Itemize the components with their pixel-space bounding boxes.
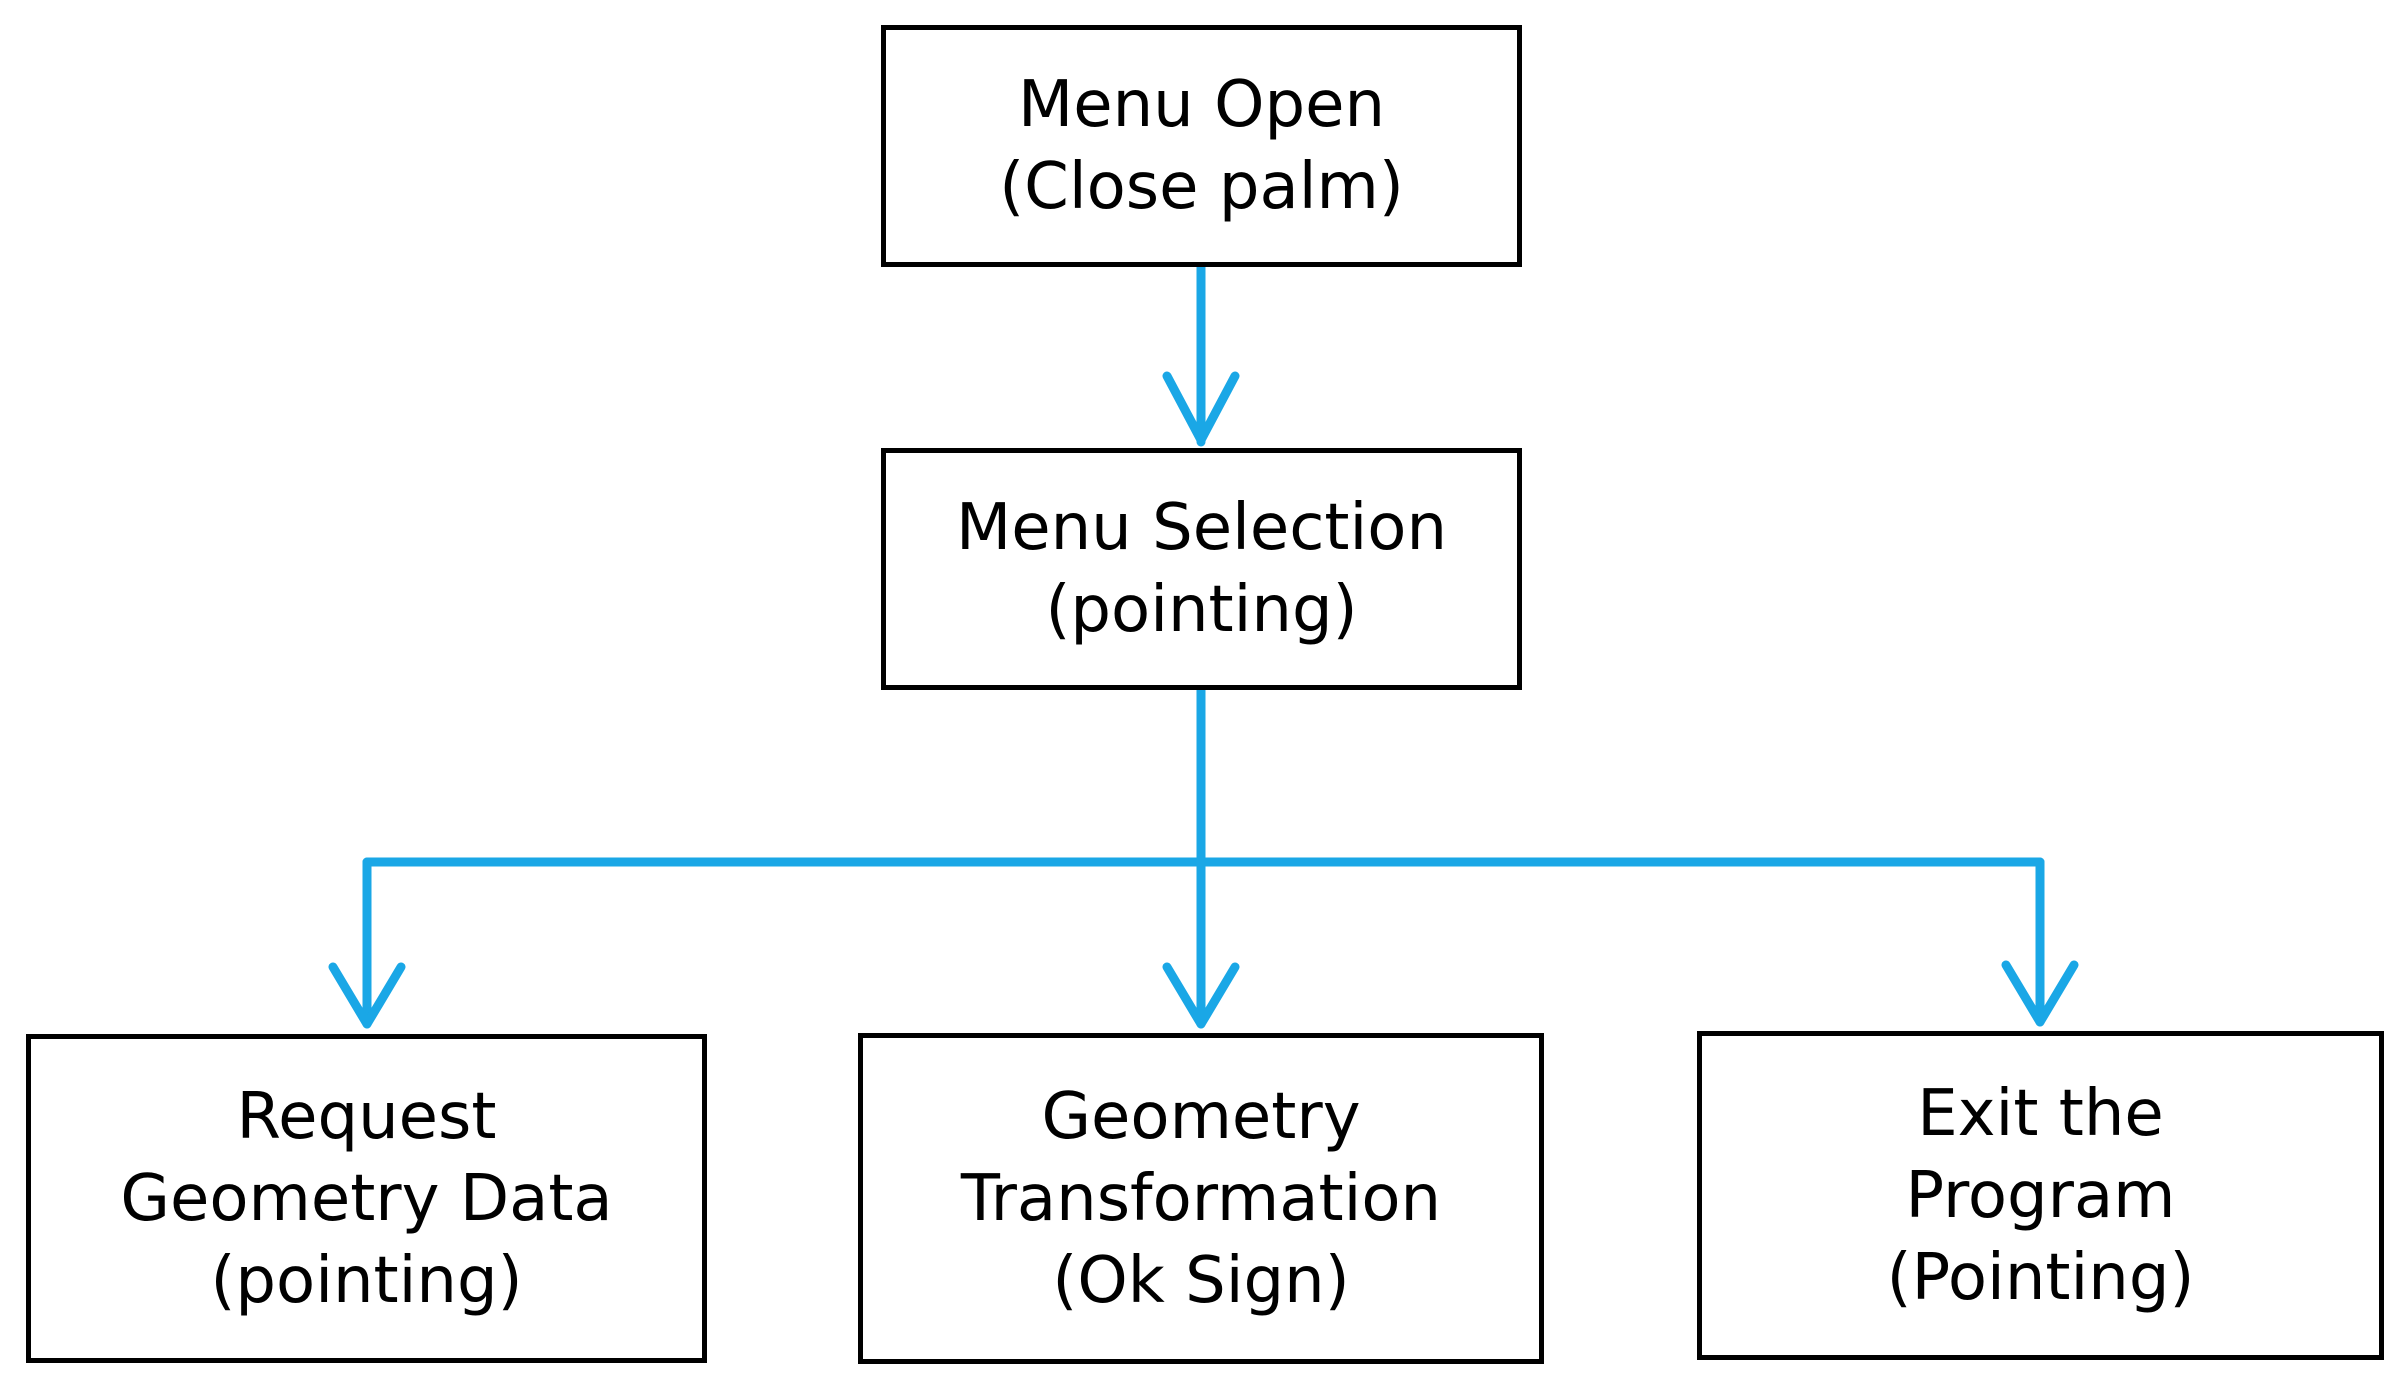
arrowhead-open-to-selection [1162,371,1240,445]
node-menu-selection-title: Menu Selection [956,491,1447,565]
node-menu-selection-gesture: (pointing) [1045,573,1358,647]
node-geometry-transformation-line1: Geometry [1041,1079,1361,1154]
node-exit-program: Exit the Program (Pointing) [1697,1031,2384,1360]
node-geometry-transformation: Geometry Transformation (Ok Sign) [858,1033,1544,1364]
node-geometry-transformation-line2: Transformation [960,1161,1442,1236]
node-menu-open: Menu Open (Close palm) [881,25,1522,267]
arrowhead-selection-to-exit [2001,960,2079,1027]
node-exit-program-line2: Program [1905,1158,2176,1233]
node-menu-open-title: Menu Open [1018,68,1385,142]
node-menu-open-gesture: (Close palm) [999,150,1404,224]
node-menu-selection: Menu Selection (pointing) [881,448,1522,690]
node-request-geometry-data-gesture: (pointing) [210,1243,523,1318]
arrowhead-selection-to-transformation [1162,962,1240,1029]
node-geometry-transformation-gesture: (Ok Sign) [1052,1243,1350,1318]
node-request-geometry-data: Request Geometry Data (pointing) [26,1034,707,1363]
arrowhead-selection-to-request [328,962,406,1029]
node-request-geometry-data-line2: Geometry Data [120,1161,613,1236]
node-exit-program-gesture: (Pointing) [1886,1240,2195,1315]
node-exit-program-line1: Exit the [1917,1076,2164,1151]
node-request-geometry-data-line1: Request [236,1079,497,1154]
